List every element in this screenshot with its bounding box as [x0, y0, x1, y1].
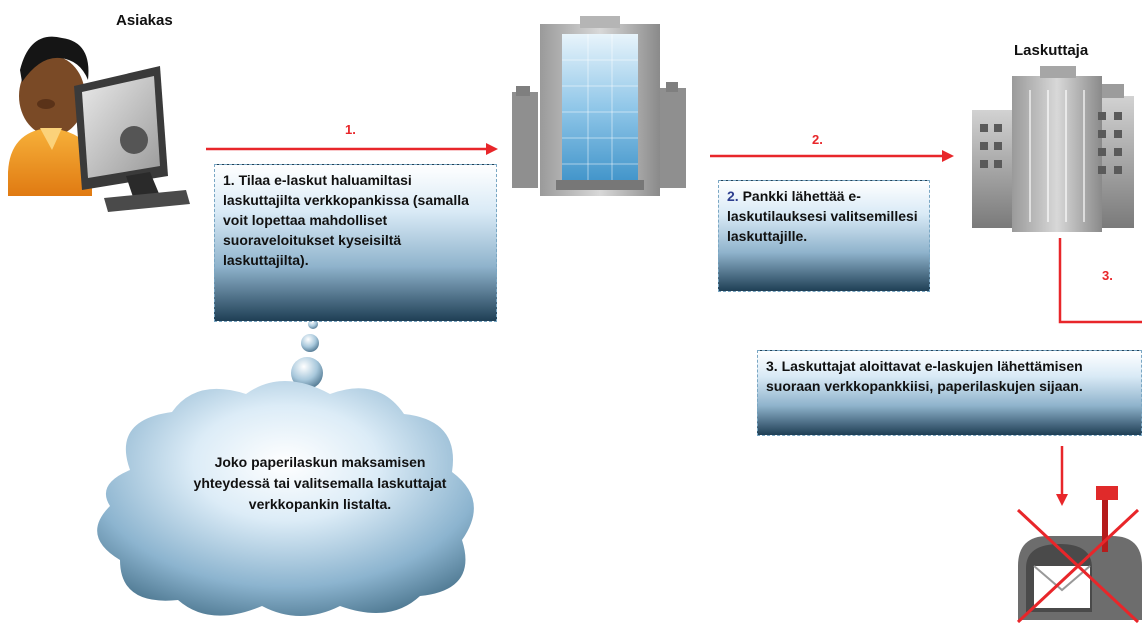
- step-1-number: 1.: [345, 122, 356, 137]
- arrow-step-2: [710, 150, 954, 162]
- biller-buildings-icon: [972, 66, 1134, 232]
- cloud-shape: [97, 381, 474, 616]
- customer-label: Asiakas: [116, 12, 173, 29]
- step-3-text: 3. Laskuttajat aloittavat e-laskujen läh…: [766, 358, 1083, 394]
- bank-building-icon: [512, 16, 686, 196]
- arrow-to-mailbox: [1056, 446, 1068, 506]
- arrow-step-1: [206, 143, 498, 155]
- step-2-text: Pankki lähettää e-laskutilauksesi valits…: [727, 188, 918, 244]
- cross-icon: [1016, 508, 1140, 623]
- step-1-text: 1. Tilaa e-laskut haluamiltasi laskuttaj…: [223, 172, 469, 268]
- arrow-step-3: [1058, 238, 1142, 324]
- mailbox-icon: [1018, 486, 1142, 620]
- step-2-box: 2. Pankki lähettää e-laskutilauksesi val…: [718, 180, 930, 292]
- step-3-number: 3.: [1102, 268, 1113, 283]
- biller-label: Laskuttaja: [1014, 42, 1089, 59]
- thought-bubbles: [291, 319, 323, 389]
- step-3-box: 3. Laskuttajat aloittavat e-laskujen läh…: [757, 350, 1142, 436]
- step-2-accent-number: 2.: [727, 188, 739, 204]
- cloud-text: Joko paperilaskun maksamisen yhteydessä …: [193, 454, 447, 512]
- step-2-number: 2.: [812, 132, 823, 147]
- step-1-box: 1. Tilaa e-laskut haluamiltasi laskuttaj…: [214, 164, 497, 322]
- customer-computer-icon: [8, 36, 190, 212]
